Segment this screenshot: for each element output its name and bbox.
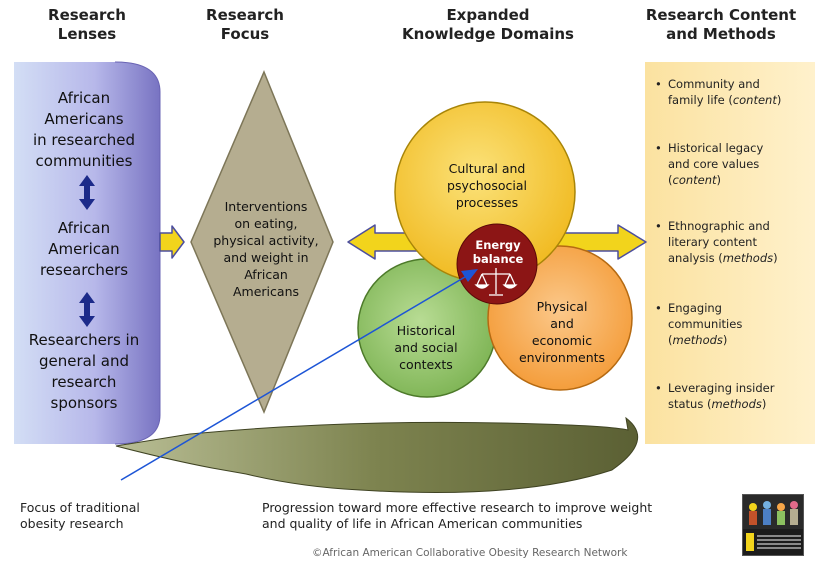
research-methods-panel [645, 62, 815, 444]
logo-lettering [757, 535, 801, 551]
logo-figures-icon [743, 495, 803, 551]
copyright-notice: ©African American Collaborative Obesity … [312, 547, 628, 559]
double-arrow-icon [79, 292, 95, 327]
arrow-lenses-to-focus [159, 225, 185, 259]
balance-scale-icon [474, 268, 518, 296]
aacorn-logo [742, 494, 804, 556]
research-lenses-panel [14, 61, 161, 445]
double-arrow-icon [79, 175, 95, 210]
research-focus-diamond [190, 70, 334, 414]
progression-caption: Progression toward more effective resear… [262, 500, 653, 531]
traditional-focus-pointer [120, 269, 478, 481]
progression-curved-arrow [115, 416, 639, 493]
